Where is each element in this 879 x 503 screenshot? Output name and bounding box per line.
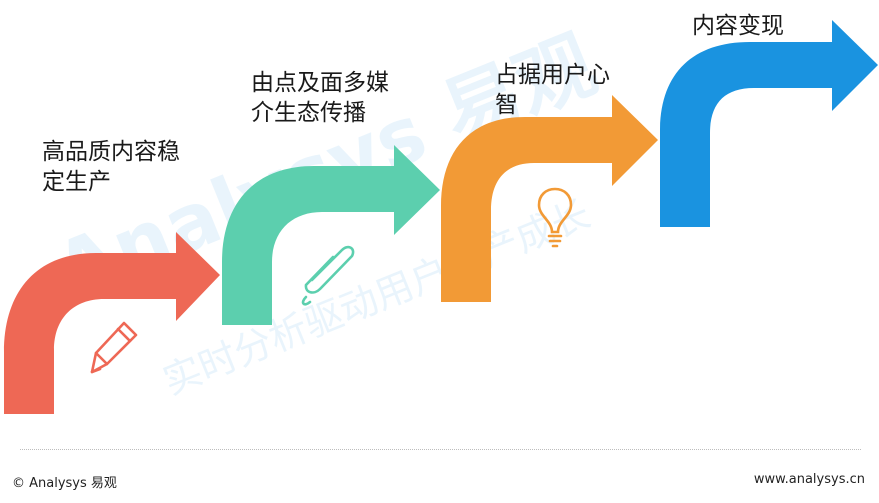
footer-copyright: © Analysys 易观 <box>12 476 117 491</box>
step-1-arrow <box>4 232 220 414</box>
pencil-icon <box>90 321 138 374</box>
lightbulb-icon <box>537 187 573 248</box>
footer-divider <box>20 449 861 450</box>
graduation-cap-icon <box>751 127 799 171</box>
footer-url[interactable]: www.analysys.cn <box>753 472 865 487</box>
paperclip-icon <box>301 245 355 306</box>
step-3-label: 占据用户心 智 <box>495 62 610 118</box>
step-3-arrow <box>441 95 658 302</box>
step-4-label: 内容变现 <box>692 13 784 39</box>
step-1-label: 高品质内容稳 定生产 <box>42 139 180 195</box>
step-2-label: 由点及面多媒 介生态传播 <box>251 70 389 126</box>
step-4-arrow <box>660 20 878 227</box>
step-2-arrow <box>222 145 440 325</box>
